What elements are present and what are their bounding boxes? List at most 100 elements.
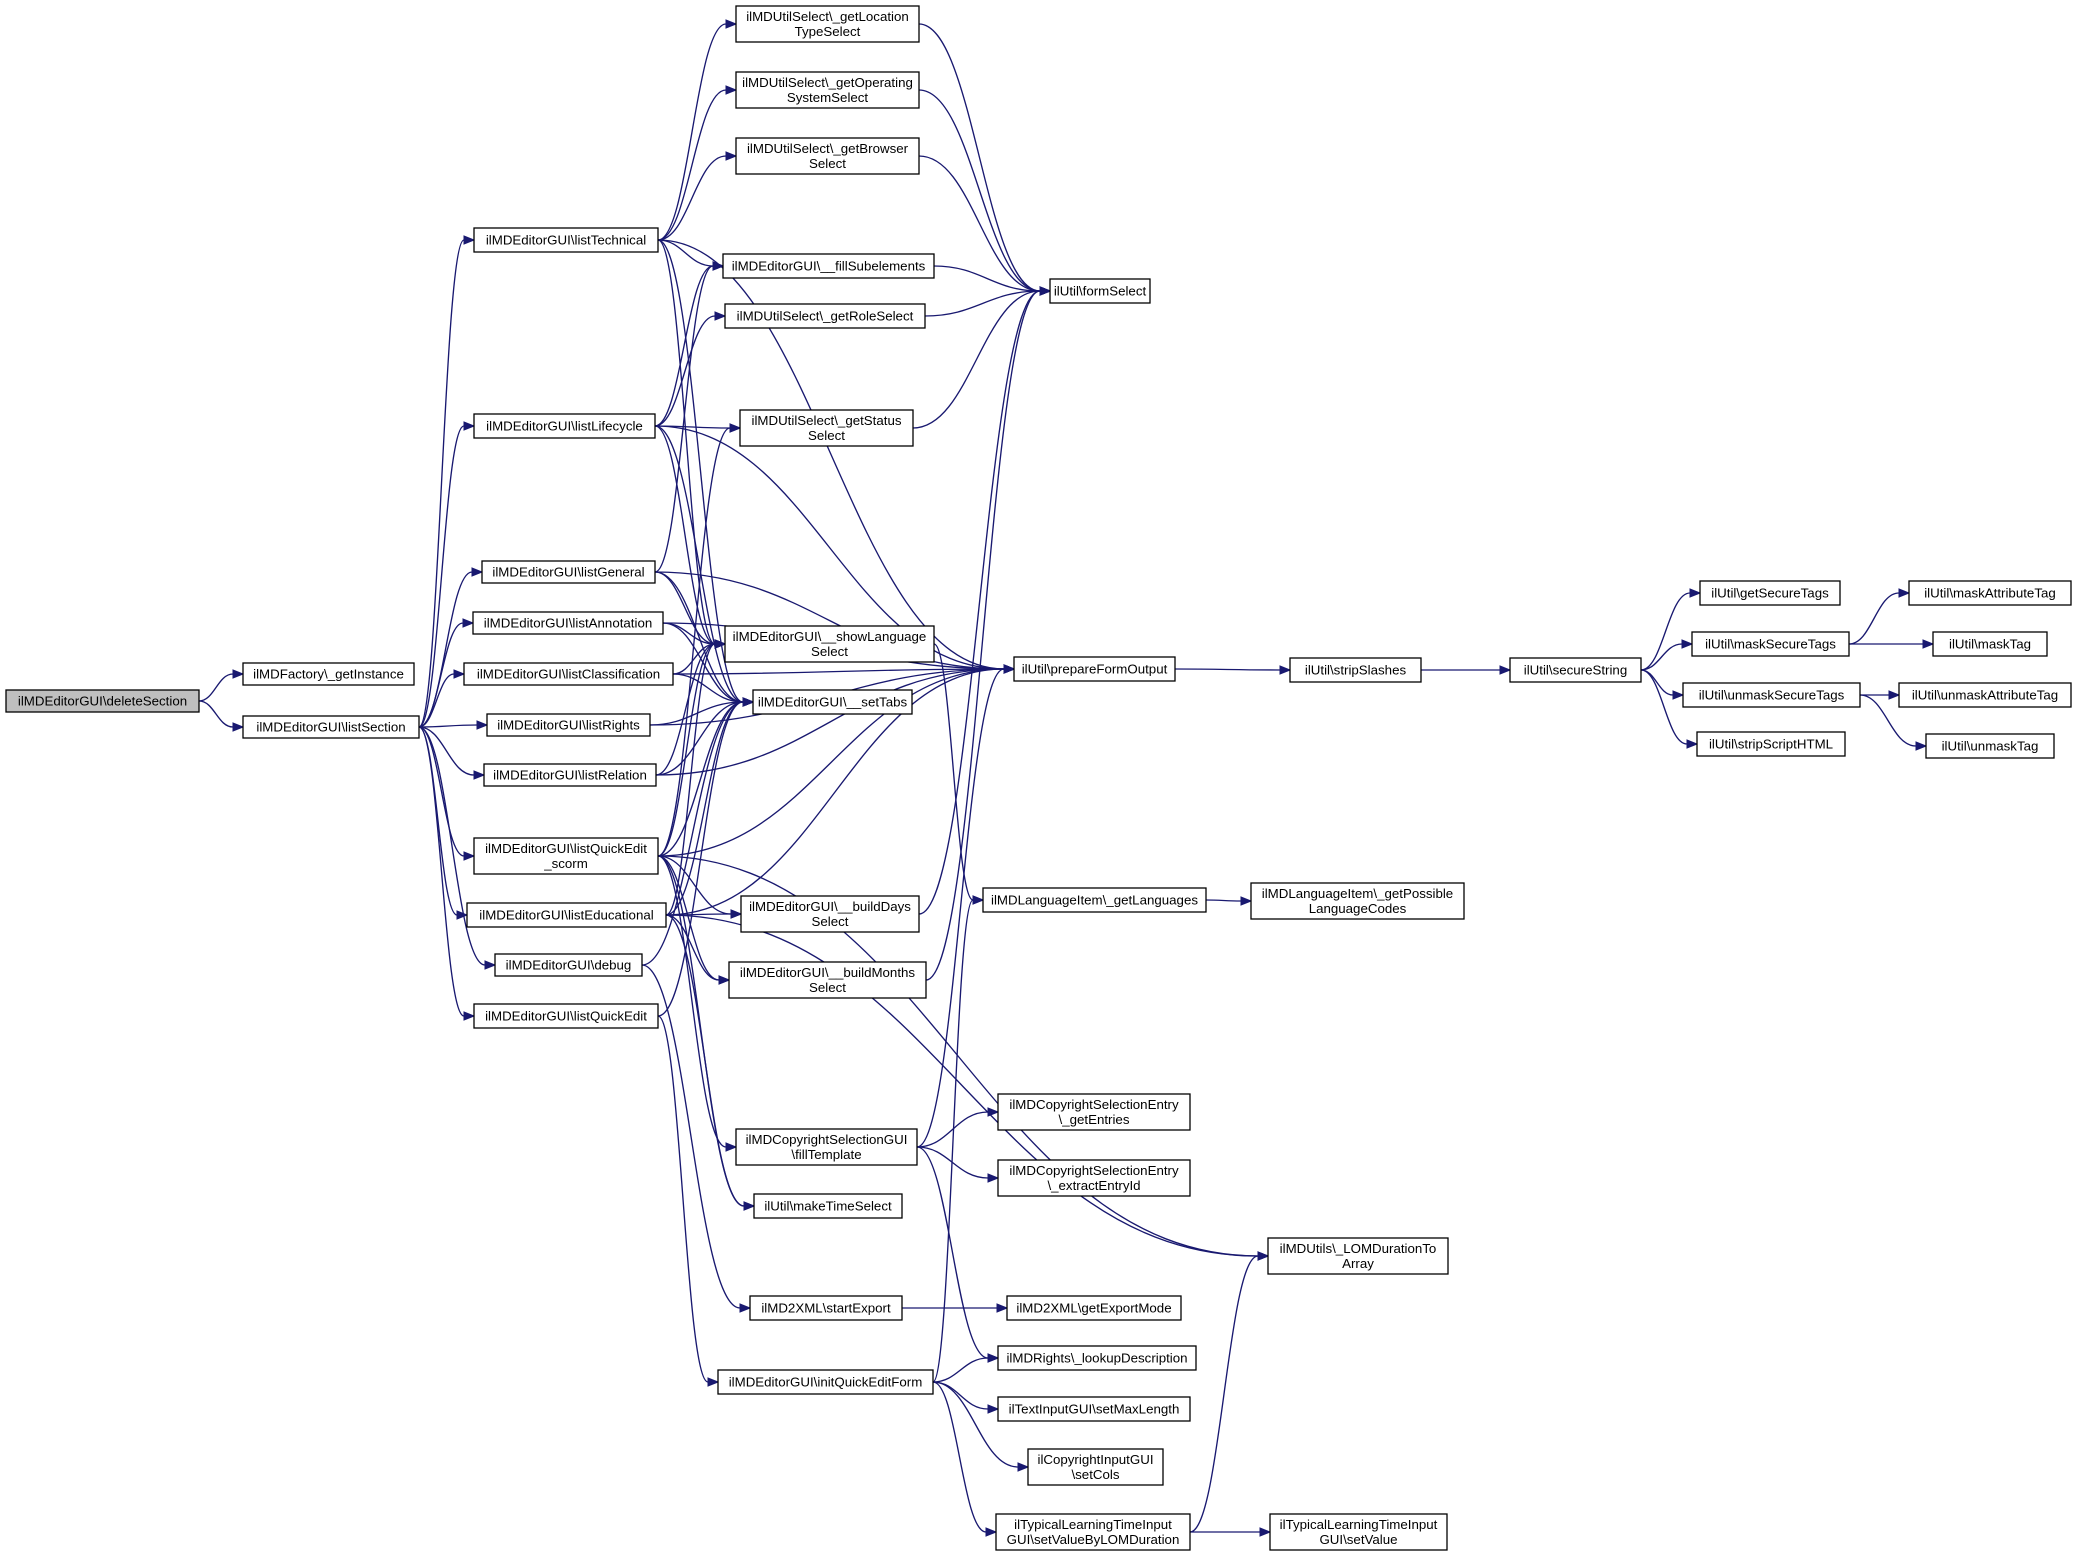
edge-line [657,855,732,915]
node-listRelation[interactable]: ilMDEditorGUI\listRelation [483,763,657,787]
node-label: Select [811,644,848,659]
node-startExport[interactable]: ilMD2XML\startExport [749,1295,903,1321]
node-getPossibleLanguageCodes[interactable]: ilMDLanguageItem\_getPossibleLanguageCod… [1250,882,1465,920]
node-label: ilMDUtilSelect\_getOperating [742,75,913,90]
node-box [728,961,927,999]
node-label: Select [809,980,846,995]
edge-line [932,1381,1019,1468]
edge-line [654,425,744,703]
edge-line [665,701,744,916]
node-stripSlashes[interactable]: ilUtil\stripSlashes [1289,657,1422,683]
node-box [494,953,643,977]
node-listSection[interactable]: ilMDEditorGUI\listSection [242,715,420,739]
node-maskAttributeTag[interactable]: ilUtil\maskAttributeTag [1908,580,2072,606]
edge-line [665,914,1259,1257]
edge-initQuickEditForm-to-setValueByLOMDuration [932,1381,998,1537]
node-getRoleSelect[interactable]: ilMDUtilSelect\_getRoleSelect [724,303,926,329]
node-box [724,625,935,663]
edge-arrowhead [1017,1462,1030,1472]
node-extractEntryId[interactable]: ilMDCopyrightSelectionEntry\_extractEntr… [997,1159,1191,1197]
node-unmaskAttributeTag[interactable]: ilUtil\unmaskAttributeTag [1898,682,2072,708]
node-label: ilTextInputGUI\setMaxLength [1009,1402,1180,1417]
node-listQuickEdit[interactable]: ilMDEditorGUI\listQuickEdit [473,1003,659,1029]
node-maskSecureTags[interactable]: ilUtil\maskSecureTags [1691,631,1850,657]
edge-line [654,571,744,703]
edge-line [665,668,1005,916]
node-setTabs[interactable]: ilMDEditorGUI\__setTabs [752,689,913,715]
node-box [473,227,659,253]
node-debug[interactable]: ilMDEditorGUI\debug [494,953,643,977]
edge-initQuickEditForm-to-setCols [932,1381,1030,1472]
edge-listTechnical-to-getLocationTypeSelect [657,19,738,241]
node-label: ilMDEditorGUI\__buildMonths [740,965,915,980]
node-unmaskTag[interactable]: ilUtil\unmaskTag [1925,733,2055,759]
edge-getRoleSelect-to-formSelect [924,286,1052,317]
node-initQuickEditForm[interactable]: ilMDEditorGUI\initQuickEditForm [717,1369,934,1395]
node-deleteSection[interactable]: ilMDEditorGUI\deleteSection [5,689,200,713]
node-listEducational[interactable]: ilMDEditorGUI\listEducational [466,902,667,928]
node-listClassification[interactable]: ilMDEditorGUI\listClassification [463,662,674,686]
node-box [472,611,664,635]
node-box [735,1128,918,1166]
edge-arrowhead [453,669,466,679]
node-box [735,5,920,43]
node-getSecureTags[interactable]: ilUtil\getSecureTags [1699,580,1841,606]
node-fillSubelements[interactable]: ilMDEditorGUI\__fillSubelements [722,253,935,279]
node-getEntries[interactable]: ilMDCopyrightSelectionEntry\_getEntries [997,1093,1191,1131]
edge-listSection-to-listRelation [418,726,486,780]
node-listTechnical[interactable]: ilMDEditorGUI\listTechnical [473,227,659,253]
node-listAnnotation[interactable]: ilMDEditorGUI\listAnnotation [472,611,664,635]
edge-line [916,1146,989,1359]
node-prepareFormOutput[interactable]: ilUtil\prepareFormOutput [1013,656,1176,682]
edge-listSection-to-listQuickEdit [418,726,476,1021]
node-setMaxLength[interactable]: ilTextInputGUI\setMaxLength [997,1396,1191,1422]
node-label: ilUtil\makeTimeSelect [764,1199,892,1214]
node-label: ilUtil\stripScriptHTML [1709,737,1833,752]
node-makeTimeSelect[interactable]: ilUtil\makeTimeSelect [753,1193,903,1219]
edge-arrowhead [1686,739,1699,749]
node-setValueByLOMDuration[interactable]: ilTypicalLearningTimeInputGUI\setValueBy… [995,1513,1191,1551]
edge-arrowhead [1240,896,1253,906]
node-listQuickEditScorm[interactable]: ilMDEditorGUI\listQuickEdit_scorm [473,837,659,875]
node-unmaskSecureTags[interactable]: ilUtil\unmaskSecureTags [1682,682,1861,708]
node-maskTag[interactable]: ilUtil\maskTag [1932,631,2048,657]
node-listRights[interactable]: ilMDEditorGUI\listRights [486,713,651,737]
node-listGeneral[interactable]: ilMDEditorGUI\listGeneral [481,560,656,584]
node-label: Select [812,914,849,929]
edge-line [933,643,974,901]
edge-line [1640,669,1688,745]
edge-arrowhead [1915,741,1928,751]
edge-line [657,239,744,703]
node-label: ilUtil\formSelect [1054,284,1147,299]
node-listLifecycle[interactable]: ilMDEditorGUI\listLifecycle [473,413,656,439]
node-formSelect[interactable]: ilUtil\formSelect [1049,278,1151,304]
node-box [1699,580,1841,606]
node-label: ilUtil\maskSecureTags [1705,637,1836,652]
node-box [753,1193,903,1219]
node-label: ilUtil\unmaskSecureTags [1699,688,1845,703]
node-getExportMode[interactable]: ilMD2XML\getExportMode [1006,1295,1182,1321]
node-getInstance[interactable]: ilMDFactory\_getInstance [242,662,415,686]
node-stripScriptHTML[interactable]: ilUtil\stripScriptHTML [1696,731,1846,757]
node-box [739,409,914,447]
node-setCols[interactable]: ilCopyrightInputGUI\setCols [1027,1448,1164,1486]
node-lookupDescription[interactable]: ilMDRights\_lookupDescription [997,1345,1197,1371]
edge-line [418,239,465,728]
edge-line [932,899,974,1383]
edge-line [657,239,716,645]
edge-arrowhead [463,421,476,431]
node-getLanguages[interactable]: ilMDLanguageItem\_getLanguages [982,887,1207,913]
node-fillTemplate[interactable]: ilMDCopyrightSelectionGUI\fillTemplate [735,1128,918,1166]
node-secureString[interactable]: ilUtil\secureString [1509,657,1642,683]
edge-arrowhead [742,697,755,707]
node-box [735,71,920,109]
